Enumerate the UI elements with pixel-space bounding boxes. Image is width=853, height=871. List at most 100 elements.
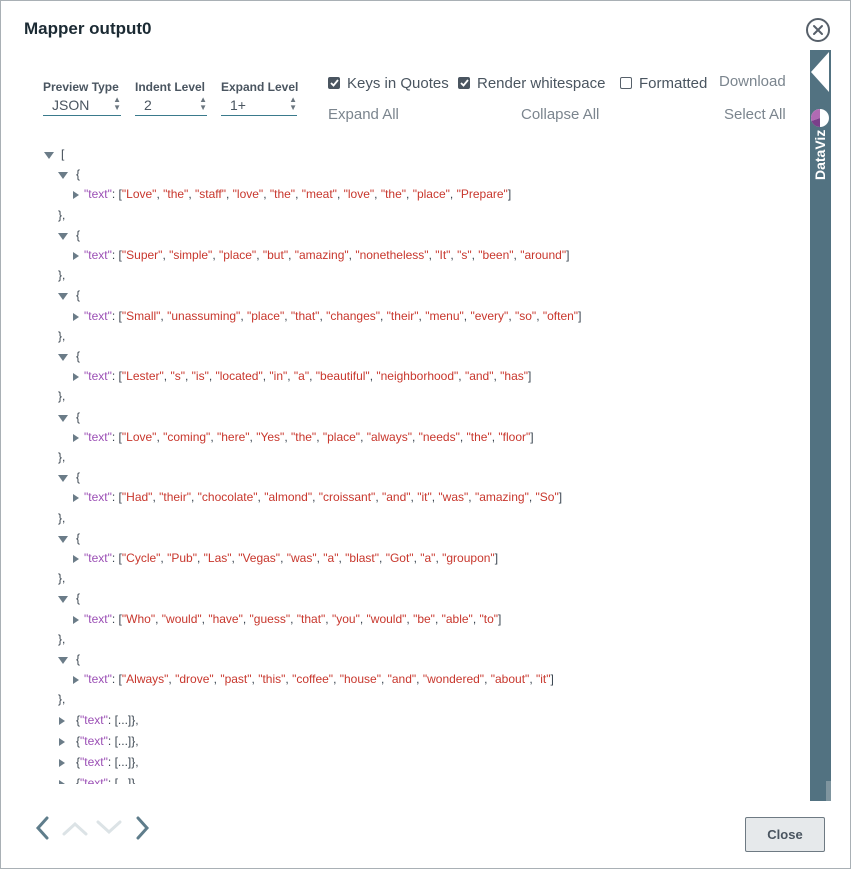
next-icon[interactable]: [131, 815, 155, 841]
caret-down-icon[interactable]: [58, 414, 68, 422]
brace: },: [58, 510, 66, 525]
comma: ,: [285, 672, 293, 687]
caret-down-icon[interactable]: [58, 596, 68, 604]
checkbox-checked-icon[interactable]: [458, 77, 470, 89]
caret-right-icon[interactable]: [73, 373, 79, 382]
download-link[interactable]: Download: [719, 73, 786, 90]
indent-level-select[interactable]: 2 ▲▼: [135, 94, 207, 116]
comma: ,: [508, 308, 515, 323]
comma: ,: [251, 672, 259, 687]
caret-down-icon[interactable]: [44, 152, 54, 159]
caret-right-icon[interactable]: [73, 555, 79, 563]
chevron-up-icon[interactable]: [62, 815, 88, 841]
close-icon[interactable]: [806, 18, 830, 42]
json-string-value: "been": [478, 248, 514, 262]
caret-down-icon[interactable]: [58, 475, 68, 483]
expand-all-link[interactable]: Expand All: [328, 106, 399, 123]
caret-down-icon[interactable]: [58, 535, 68, 543]
close-button[interactable]: Close: [745, 817, 825, 852]
caret-right-icon[interactable]: [59, 737, 65, 746]
caret-down-icon[interactable]: [58, 232, 68, 240]
preview-type-select[interactable]: JSON ▲▼: [43, 94, 121, 116]
comma: ,: [468, 490, 475, 505]
json-string-value: "that": [296, 611, 326, 626]
select-all-link[interactable]: Select All: [724, 106, 786, 123]
comma: ,: [231, 551, 239, 565]
keys-in-quotes-toggle[interactable]: Keys in Quotes: [328, 73, 449, 93]
json-string-value: "is": [191, 369, 209, 384]
expand-level-value: 1+: [230, 97, 246, 113]
json-string-value: "beautiful": [315, 369, 370, 384]
caret-down-icon[interactable]: [58, 172, 68, 180]
comma: ,: [513, 248, 521, 262]
json-string-value: "in": [269, 369, 288, 384]
comma: ,: [190, 490, 198, 505]
json-key: "text": [84, 490, 112, 505]
record-close: },: [58, 449, 65, 465]
caret-right-icon[interactable]: [59, 779, 65, 784]
record-text-row: "text": ["Who", "would", "have", "guess"…: [84, 611, 501, 627]
brace: },: [58, 328, 66, 343]
caret-right-icon[interactable]: [73, 312, 79, 321]
caret-right-icon[interactable]: [73, 676, 79, 685]
dialog-title: Mapper output0: [24, 19, 152, 38]
brace: {: [76, 733, 81, 748]
record-open: {: [76, 590, 80, 606]
collapsed-value: [...]: [114, 712, 132, 727]
chevron-down-icon[interactable]: [96, 815, 122, 841]
caret-right-icon[interactable]: [73, 433, 79, 442]
brace: {: [76, 530, 81, 545]
checkbox-unchecked-icon[interactable]: [620, 77, 632, 89]
json-string-value: "it": [535, 672, 551, 687]
json-string-value: "Had": [121, 490, 153, 505]
json-key: "text": [80, 775, 108, 784]
json-string-value: "and": [382, 490, 411, 505]
caret-right-icon[interactable]: [59, 758, 65, 767]
comma: ,: [406, 611, 414, 626]
render-whitespace-label: Render whitespace: [477, 74, 606, 92]
bracket: ]: [498, 611, 502, 626]
record-close: },: [58, 691, 65, 707]
collapsed-value: [...]: [114, 775, 132, 784]
dataviz-side-tab[interactable]: DataViz: [810, 50, 831, 801]
comma: ,: [375, 490, 382, 505]
json-string-value: "Love": [121, 187, 157, 202]
checkbox-checked-icon[interactable]: [328, 77, 340, 89]
json-string-value: "always": [366, 429, 412, 444]
record-open: {: [76, 530, 80, 546]
json-key: "text": [84, 369, 112, 384]
comma: ,: [471, 248, 479, 262]
colon: :: [111, 551, 119, 565]
json-string-value: "and": [464, 369, 494, 384]
caret-down-icon[interactable]: [58, 354, 68, 361]
record-close: },: [58, 631, 65, 647]
caret-down-icon[interactable]: [58, 293, 68, 301]
caret-right-icon[interactable]: [73, 615, 79, 624]
expand-level-select[interactable]: 1+ ▲▼: [221, 94, 297, 116]
collapse-all-link[interactable]: Collapse All: [521, 106, 600, 123]
scrollbar-handle[interactable]: [826, 781, 831, 801]
comma: ,: [212, 248, 219, 262]
collapsed-record: {"text": [...]},: [76, 712, 139, 728]
caret-right-icon[interactable]: [73, 191, 79, 200]
caret-right-icon[interactable]: [73, 494, 79, 503]
json-string-value: "place": [247, 308, 285, 323]
collapsed-record: {"text": [...]},: [76, 775, 139, 784]
caret-right-icon[interactable]: [73, 252, 79, 260]
comma: ,: [338, 551, 346, 565]
render-whitespace-toggle[interactable]: Render whitespace: [458, 73, 605, 93]
indent-level-label: Indent Level: [135, 80, 206, 94]
bracket: [: [118, 611, 122, 626]
record-open: {: [76, 348, 80, 364]
json-string-value: "Small": [121, 308, 161, 323]
preview-type-value: JSON: [52, 97, 90, 113]
previous-icon[interactable]: [31, 815, 55, 841]
comma: ,: [242, 611, 250, 626]
json-tree-view[interactable]: [{"text": ["Love", "the", "staff", "love…: [41, 144, 801, 784]
caret-down-icon[interactable]: [58, 657, 68, 664]
caret-right-icon[interactable]: [59, 716, 65, 725]
json-string-value: "floor": [498, 429, 531, 444]
formatted-toggle[interactable]: Formatted: [620, 73, 707, 93]
collapse-panel-icon[interactable]: [811, 52, 829, 92]
json-string-value: "Super": [121, 248, 163, 262]
